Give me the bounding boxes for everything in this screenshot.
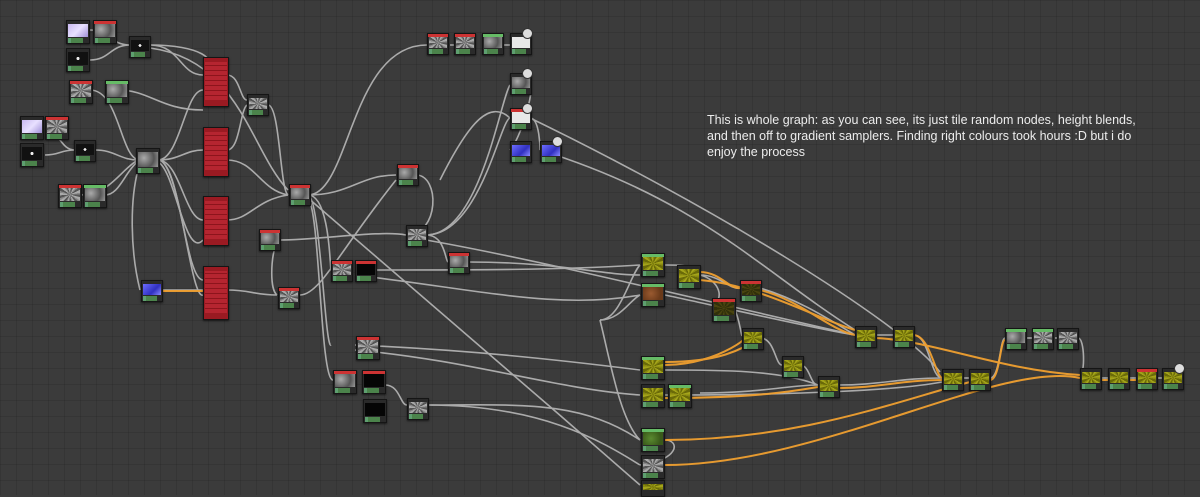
graph-node[interactable] <box>969 369 991 391</box>
graph-node[interactable] <box>893 326 915 348</box>
graph-node[interactable] <box>278 287 300 309</box>
graph-node[interactable] <box>203 266 229 320</box>
graph-node[interactable] <box>1057 328 1079 350</box>
graph-node[interactable] <box>510 141 532 163</box>
graph-node[interactable] <box>58 184 82 208</box>
graph-node[interactable] <box>641 283 665 307</box>
graph-node[interactable] <box>356 336 380 360</box>
graph-node[interactable] <box>141 280 163 302</box>
graph-node[interactable] <box>641 455 665 479</box>
graph-node[interactable] <box>363 399 387 423</box>
graph-node[interactable] <box>20 143 44 167</box>
graph-node[interactable] <box>1005 328 1027 350</box>
graph-node[interactable] <box>482 33 504 55</box>
graph-node[interactable] <box>1080 368 1102 390</box>
graph-node[interactable] <box>69 80 93 104</box>
graph-node[interactable] <box>362 370 386 394</box>
circle-badge-icon <box>522 68 533 79</box>
graph-node[interactable] <box>136 148 160 174</box>
graph-node[interactable] <box>289 184 311 206</box>
graph-node[interactable] <box>74 140 96 162</box>
graph-node[interactable] <box>83 184 107 208</box>
graph-node[interactable] <box>641 384 665 408</box>
graph-node[interactable] <box>407 398 429 420</box>
graph-node[interactable] <box>66 48 90 72</box>
graph-node[interactable] <box>712 298 736 322</box>
graph-node[interactable] <box>782 356 804 378</box>
graph-node[interactable] <box>855 326 877 348</box>
circle-badge-icon <box>552 136 563 147</box>
graph-node[interactable] <box>129 36 151 58</box>
graph-node[interactable] <box>818 376 840 398</box>
graph-node[interactable] <box>105 80 129 104</box>
graph-node[interactable] <box>1162 363 1185 390</box>
graph-node[interactable] <box>45 116 69 140</box>
graph-node[interactable] <box>942 369 964 391</box>
graph-node[interactable] <box>259 229 281 251</box>
graph-node[interactable] <box>641 480 665 497</box>
annotation-text: This is whole graph: as you can see, its… <box>707 113 1136 159</box>
graph-node[interactable] <box>540 136 563 163</box>
graph-node[interactable] <box>203 196 229 246</box>
graph-node[interactable] <box>406 225 428 247</box>
graph-node[interactable] <box>247 94 269 116</box>
graph-node[interactable] <box>1108 368 1130 390</box>
circle-badge-icon <box>522 28 533 39</box>
graph-node[interactable] <box>510 68 533 95</box>
graph-node[interactable] <box>355 260 377 282</box>
graph-node[interactable] <box>333 370 357 394</box>
graph-node[interactable] <box>66 20 90 44</box>
graph-node[interactable] <box>641 428 665 452</box>
graph-node[interactable] <box>677 265 701 289</box>
graph-node[interactable] <box>1136 368 1158 390</box>
graph-node[interactable] <box>427 33 449 55</box>
graph-node[interactable] <box>93 20 117 44</box>
graph-node[interactable] <box>510 103 533 130</box>
graph-node[interactable] <box>1032 328 1054 350</box>
graph-node[interactable] <box>510 28 533 55</box>
graph-node[interactable] <box>454 33 476 55</box>
graph-node[interactable] <box>740 280 762 302</box>
graph-node[interactable] <box>668 384 692 408</box>
graph-node[interactable] <box>203 127 229 177</box>
circle-badge-icon <box>522 103 533 114</box>
graph-node[interactable] <box>742 328 764 350</box>
graph-node[interactable] <box>20 116 44 140</box>
graph-node[interactable] <box>203 57 229 107</box>
graph-node[interactable] <box>448 252 470 274</box>
circle-badge-icon <box>1174 363 1185 374</box>
graph-node[interactable] <box>331 260 353 282</box>
graph-node[interactable] <box>641 253 665 277</box>
graph-node[interactable] <box>641 356 665 380</box>
graph-node[interactable] <box>397 164 419 186</box>
